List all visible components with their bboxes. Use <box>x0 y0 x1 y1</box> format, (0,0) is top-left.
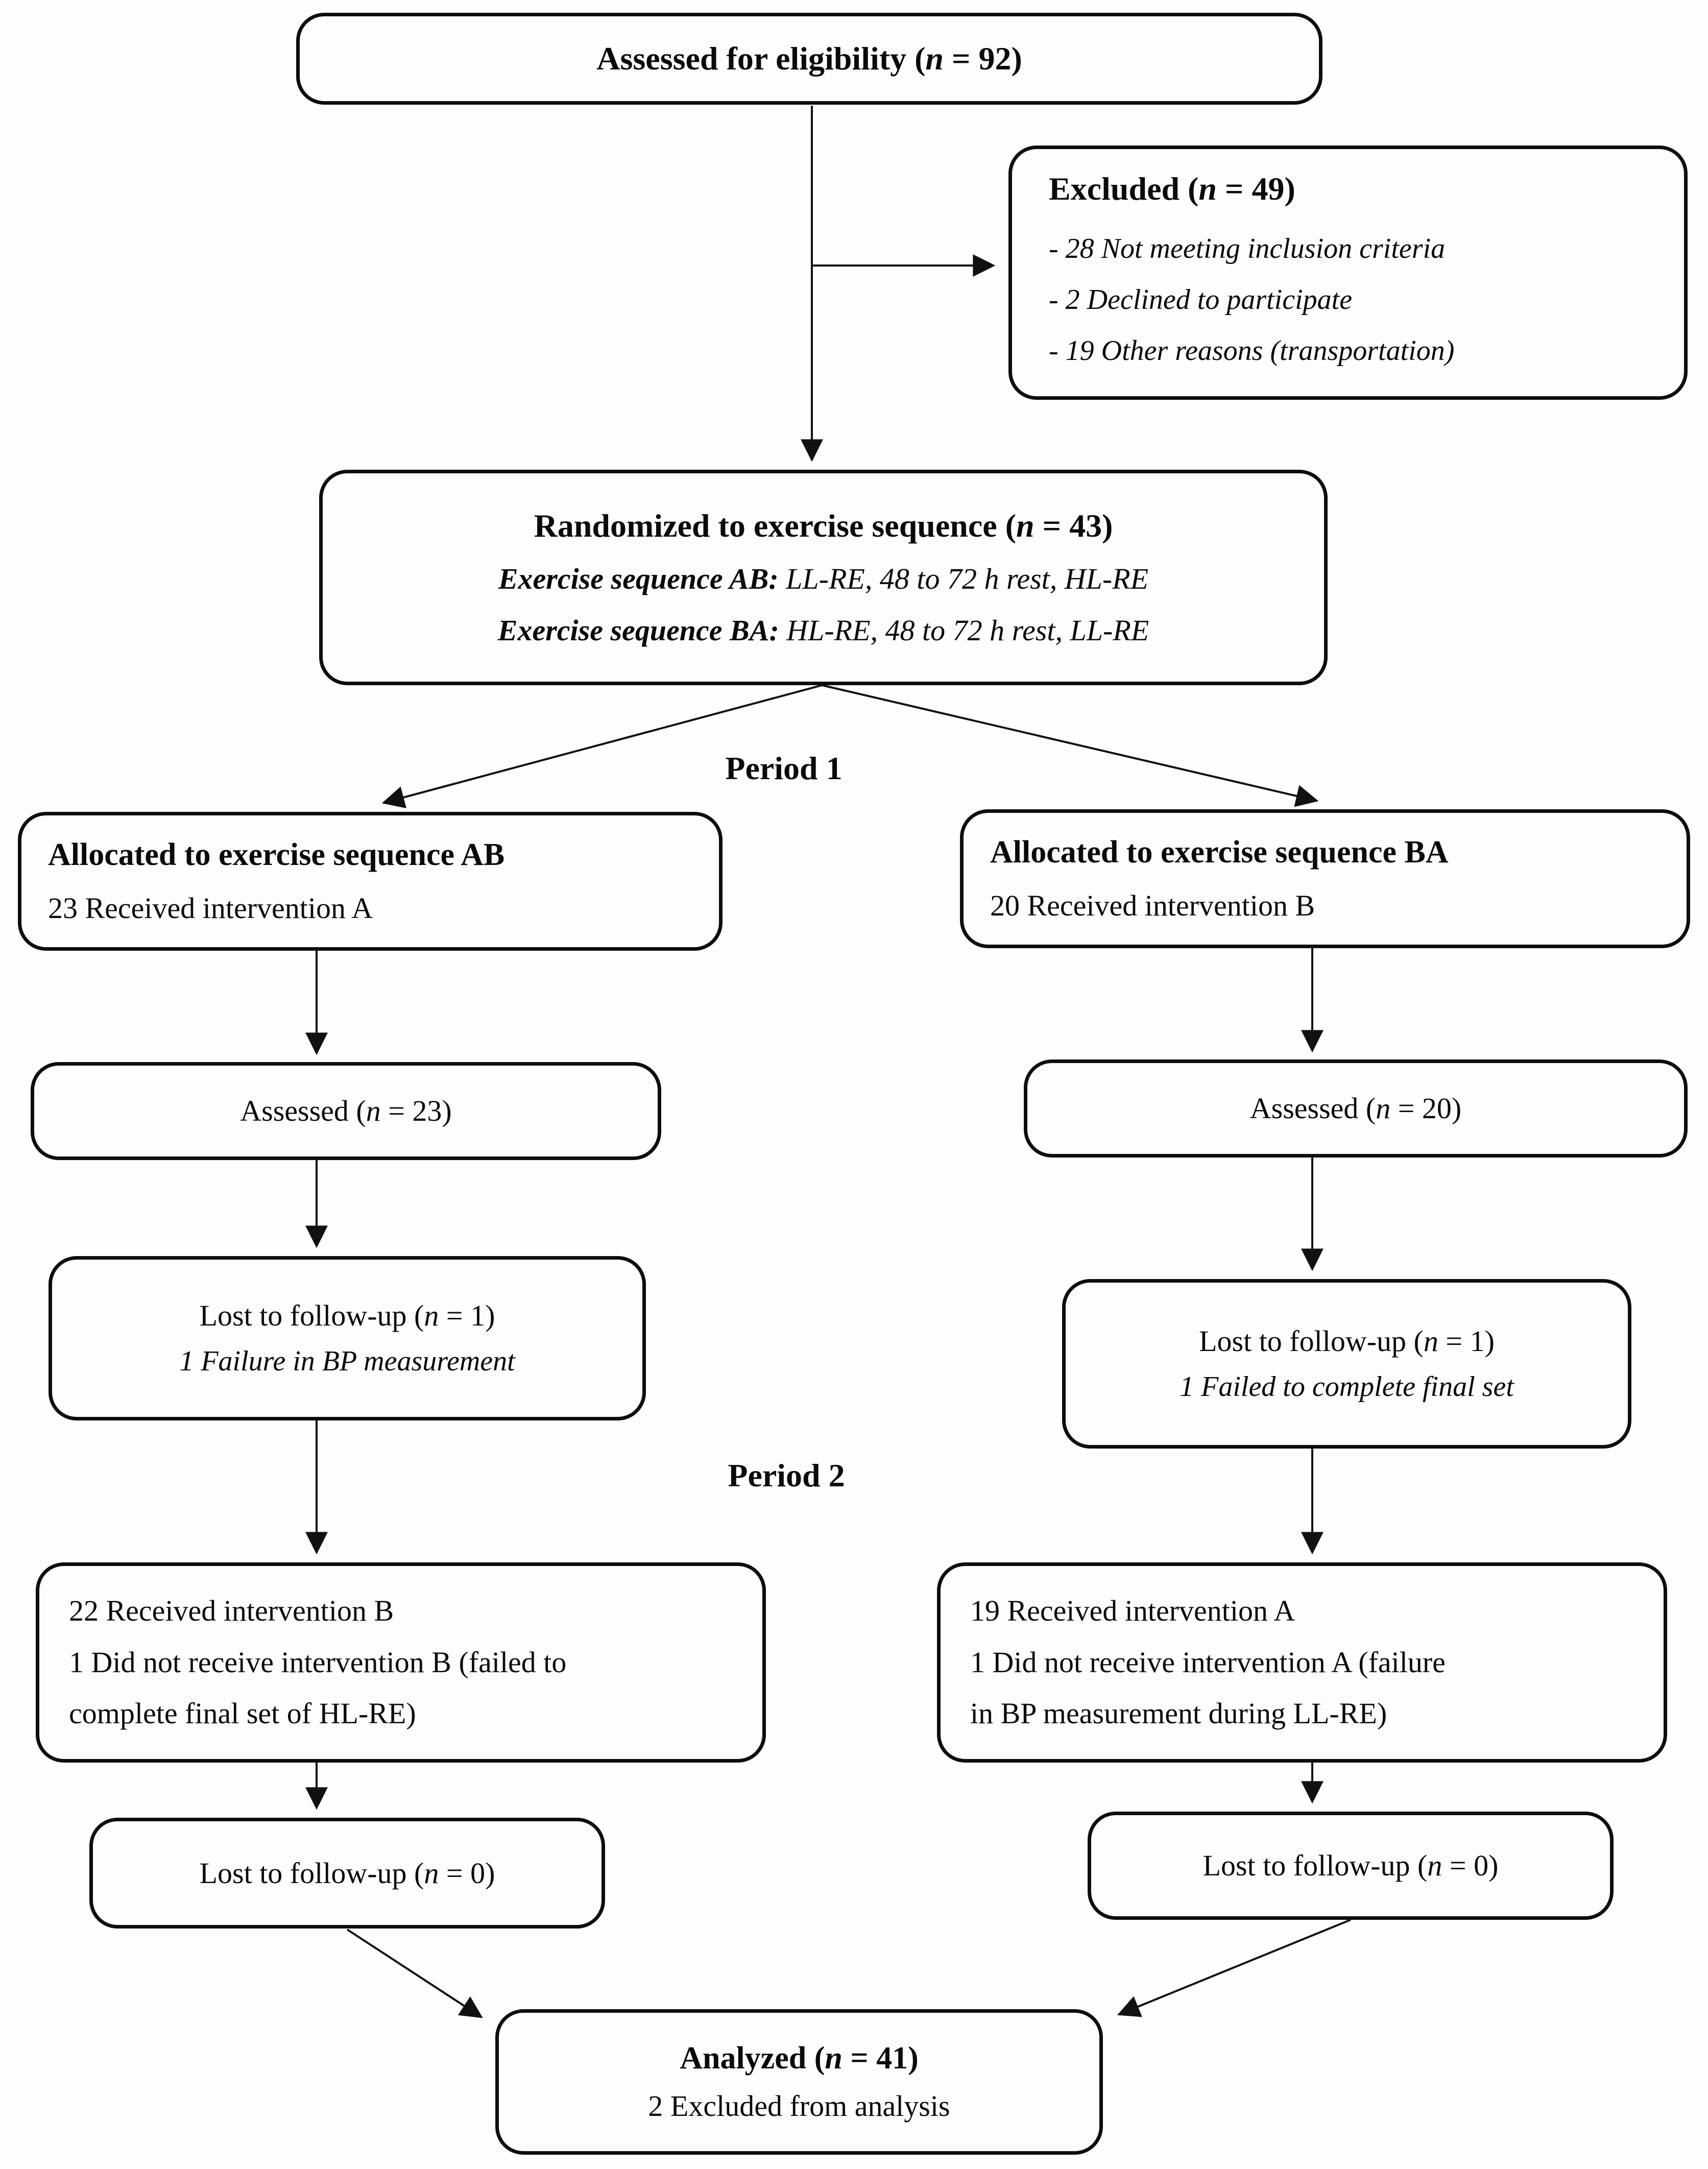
lost-p2-ab-title: Lost to follow-up (n = 0) <box>199 1856 495 1890</box>
sequence-ba-detail: HL-RE, 48 to 72 h rest, LL-RE <box>779 614 1149 647</box>
excluded-title: Excluded (n = 49) <box>1049 171 1295 207</box>
eligibility-title: Assessed for eligibility (n = 92) <box>596 40 1022 77</box>
box-lost-period2-ab: Lost to follow-up (n = 0) <box>89 1818 605 1929</box>
allocated-ba-title: Allocated to exercise sequence BA <box>990 834 1449 870</box>
box-assessed-eligibility: Assessed for eligibility (n = 92) <box>296 13 1322 105</box>
allocated-ba-detail: 20 Received intervention B <box>990 889 1315 923</box>
excluded-reason: - 28 Not meeting inclusion criteria <box>1049 233 1446 265</box>
period2-ba-line: 1 Did not receive intervention A (failur… <box>970 1645 1446 1679</box>
period2-ba-line: 19 Received intervention A <box>970 1594 1295 1627</box>
period2-ab-line: complete final set of HL-RE) <box>69 1697 416 1730</box>
excluded-reason: - 2 Declined to participate <box>1049 284 1353 316</box>
box-excluded: Excluded (n = 49) - 28 Not meeting inclu… <box>1008 146 1688 400</box>
box-period2-ba: 19 Received intervention A 1 Did not rec… <box>937 1562 1667 1763</box>
box-assessed-ab: Assessed (n = 23) <box>31 1062 661 1160</box>
box-randomized: Randomized to exercise sequence (n = 43)… <box>319 470 1328 685</box>
period2-label: Period 2 <box>728 1457 845 1493</box>
box-lost-period1-ab: Lost to follow-up (n = 1) 1 Failure in B… <box>49 1256 646 1420</box>
sequence-ba-label: Exercise sequence BA: <box>497 614 779 647</box>
lost-p2-ba-title: Lost to follow-up (n = 0) <box>1202 1849 1499 1883</box>
arrow-randomized-to-allocated-ba <box>822 684 1319 807</box>
lost-p1-ba-reason: 1 Failed to complete final set <box>1180 1371 1514 1403</box>
sequence-ab-detail: LL-RE, 48 to 72 h rest, HL-RE <box>778 562 1149 595</box>
analyzed-title: Analyzed (n = 41) <box>680 2041 919 2076</box>
assessed-ab-title: Assessed (n = 23) <box>240 1094 452 1128</box>
analyzed-detail: 2 Excluded from analysis <box>648 2089 950 2123</box>
assessed-ba-title: Assessed (n = 20) <box>1249 1092 1462 1125</box>
period1-label: Period 1 <box>725 750 843 786</box>
box-allocated-ab: Allocated to exercise sequence AB 23 Rec… <box>18 812 723 951</box>
box-lost-period1-ba: Lost to follow-up (n = 1) 1 Failed to co… <box>1062 1279 1631 1449</box>
box-lost-period2-ba: Lost to follow-up (n = 0) <box>1088 1812 1614 1920</box>
lost-p1-ab-title: Lost to follow-up (n = 1) <box>199 1298 495 1332</box>
period2-ab-line: 1 Did not receive intervention B (failed… <box>69 1645 567 1679</box>
sequence-ab-label: Exercise sequence AB: <box>498 562 779 595</box>
period2-ba-line: in BP measurement during LL-RE) <box>970 1697 1387 1730</box>
arrow-lost0-ba-to-analyzed <box>1117 1919 1351 2017</box>
period2-ab-line: 22 Received intervention B <box>69 1594 394 1627</box>
box-assessed-ba: Assessed (n = 20) <box>1024 1059 1688 1158</box>
box-allocated-ba: Allocated to exercise sequence BA 20 Rec… <box>960 809 1690 948</box>
allocated-ab-title: Allocated to exercise sequence AB <box>48 837 505 872</box>
lost-p1-ba-title: Lost to follow-up (n = 1) <box>1199 1324 1495 1358</box>
sequence-ba-line: Exercise sequence BA: HL-RE, 48 to 72 h … <box>498 611 1149 649</box>
randomized-title: Randomized to exercise sequence (n = 43) <box>534 507 1113 544</box>
lost-p1-ab-reason: 1 Failure in BP measurement <box>179 1345 515 1378</box>
arrow-lost0-ab-to-analyzed <box>346 1929 483 2018</box>
excluded-reason: - 19 Other reasons (transportation) <box>1049 334 1455 367</box>
sequence-ab-line: Exercise sequence AB: LL-RE, 48 to 72 h … <box>498 560 1148 598</box>
allocated-ab-detail: 23 Received intervention A <box>48 891 373 925</box>
box-analyzed: Analyzed (n = 41) 2 Excluded from analys… <box>495 2009 1103 2155</box>
box-period2-ab: 22 Received intervention B 1 Did not rec… <box>36 1562 766 1763</box>
